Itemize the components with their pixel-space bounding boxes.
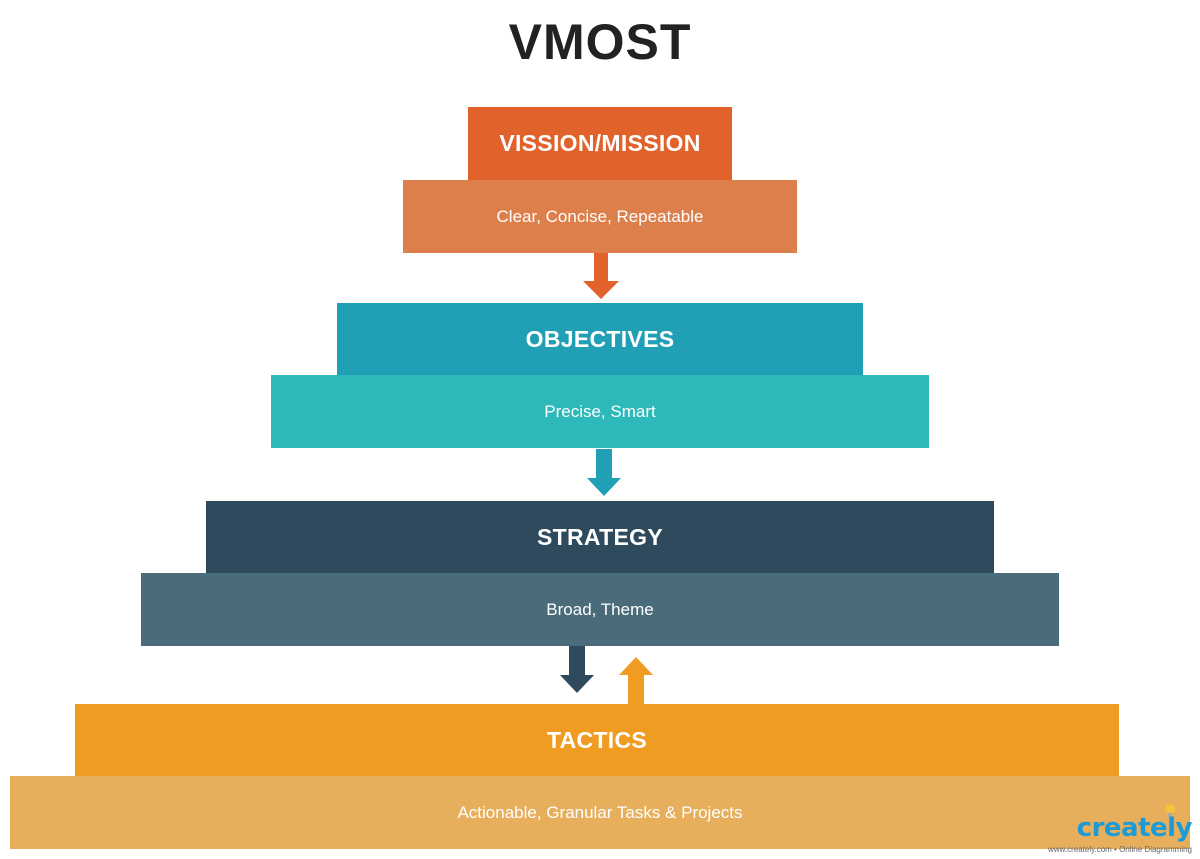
arrow-down-vision-to-objectives bbox=[583, 253, 619, 299]
lightbulb-icon bbox=[1165, 804, 1175, 817]
strategy-heading: STRATEGY bbox=[206, 501, 994, 574]
logo-wordmark: creately bbox=[1076, 813, 1193, 843]
tactics-heading: TACTICS bbox=[75, 704, 1119, 777]
creately-logo: creately www.creately.com • Online Diagr… bbox=[1042, 803, 1193, 854]
objectives-subtitle: Precise, Smart bbox=[271, 375, 929, 448]
tactics-subtitle: Actionable, Granular Tasks & Projects bbox=[10, 776, 1190, 849]
arrow-up-tactics-to-strategy bbox=[619, 657, 653, 704]
strategy-subtitle: Broad, Theme bbox=[141, 573, 1059, 646]
vision-mission-heading: VISSION/MISSION bbox=[468, 107, 732, 180]
logo-tagline: www.creately.com • Online Diagramming bbox=[1047, 845, 1192, 854]
arrow-down-objectives-to-strategy bbox=[587, 449, 621, 496]
diagram-title: VMOST bbox=[508, 14, 692, 70]
vision-mission-subtitle: Clear, Concise, Repeatable bbox=[403, 180, 797, 253]
arrow-down-strategy-to-tactics bbox=[560, 646, 594, 693]
objectives-heading: OBJECTIVES bbox=[337, 303, 863, 376]
